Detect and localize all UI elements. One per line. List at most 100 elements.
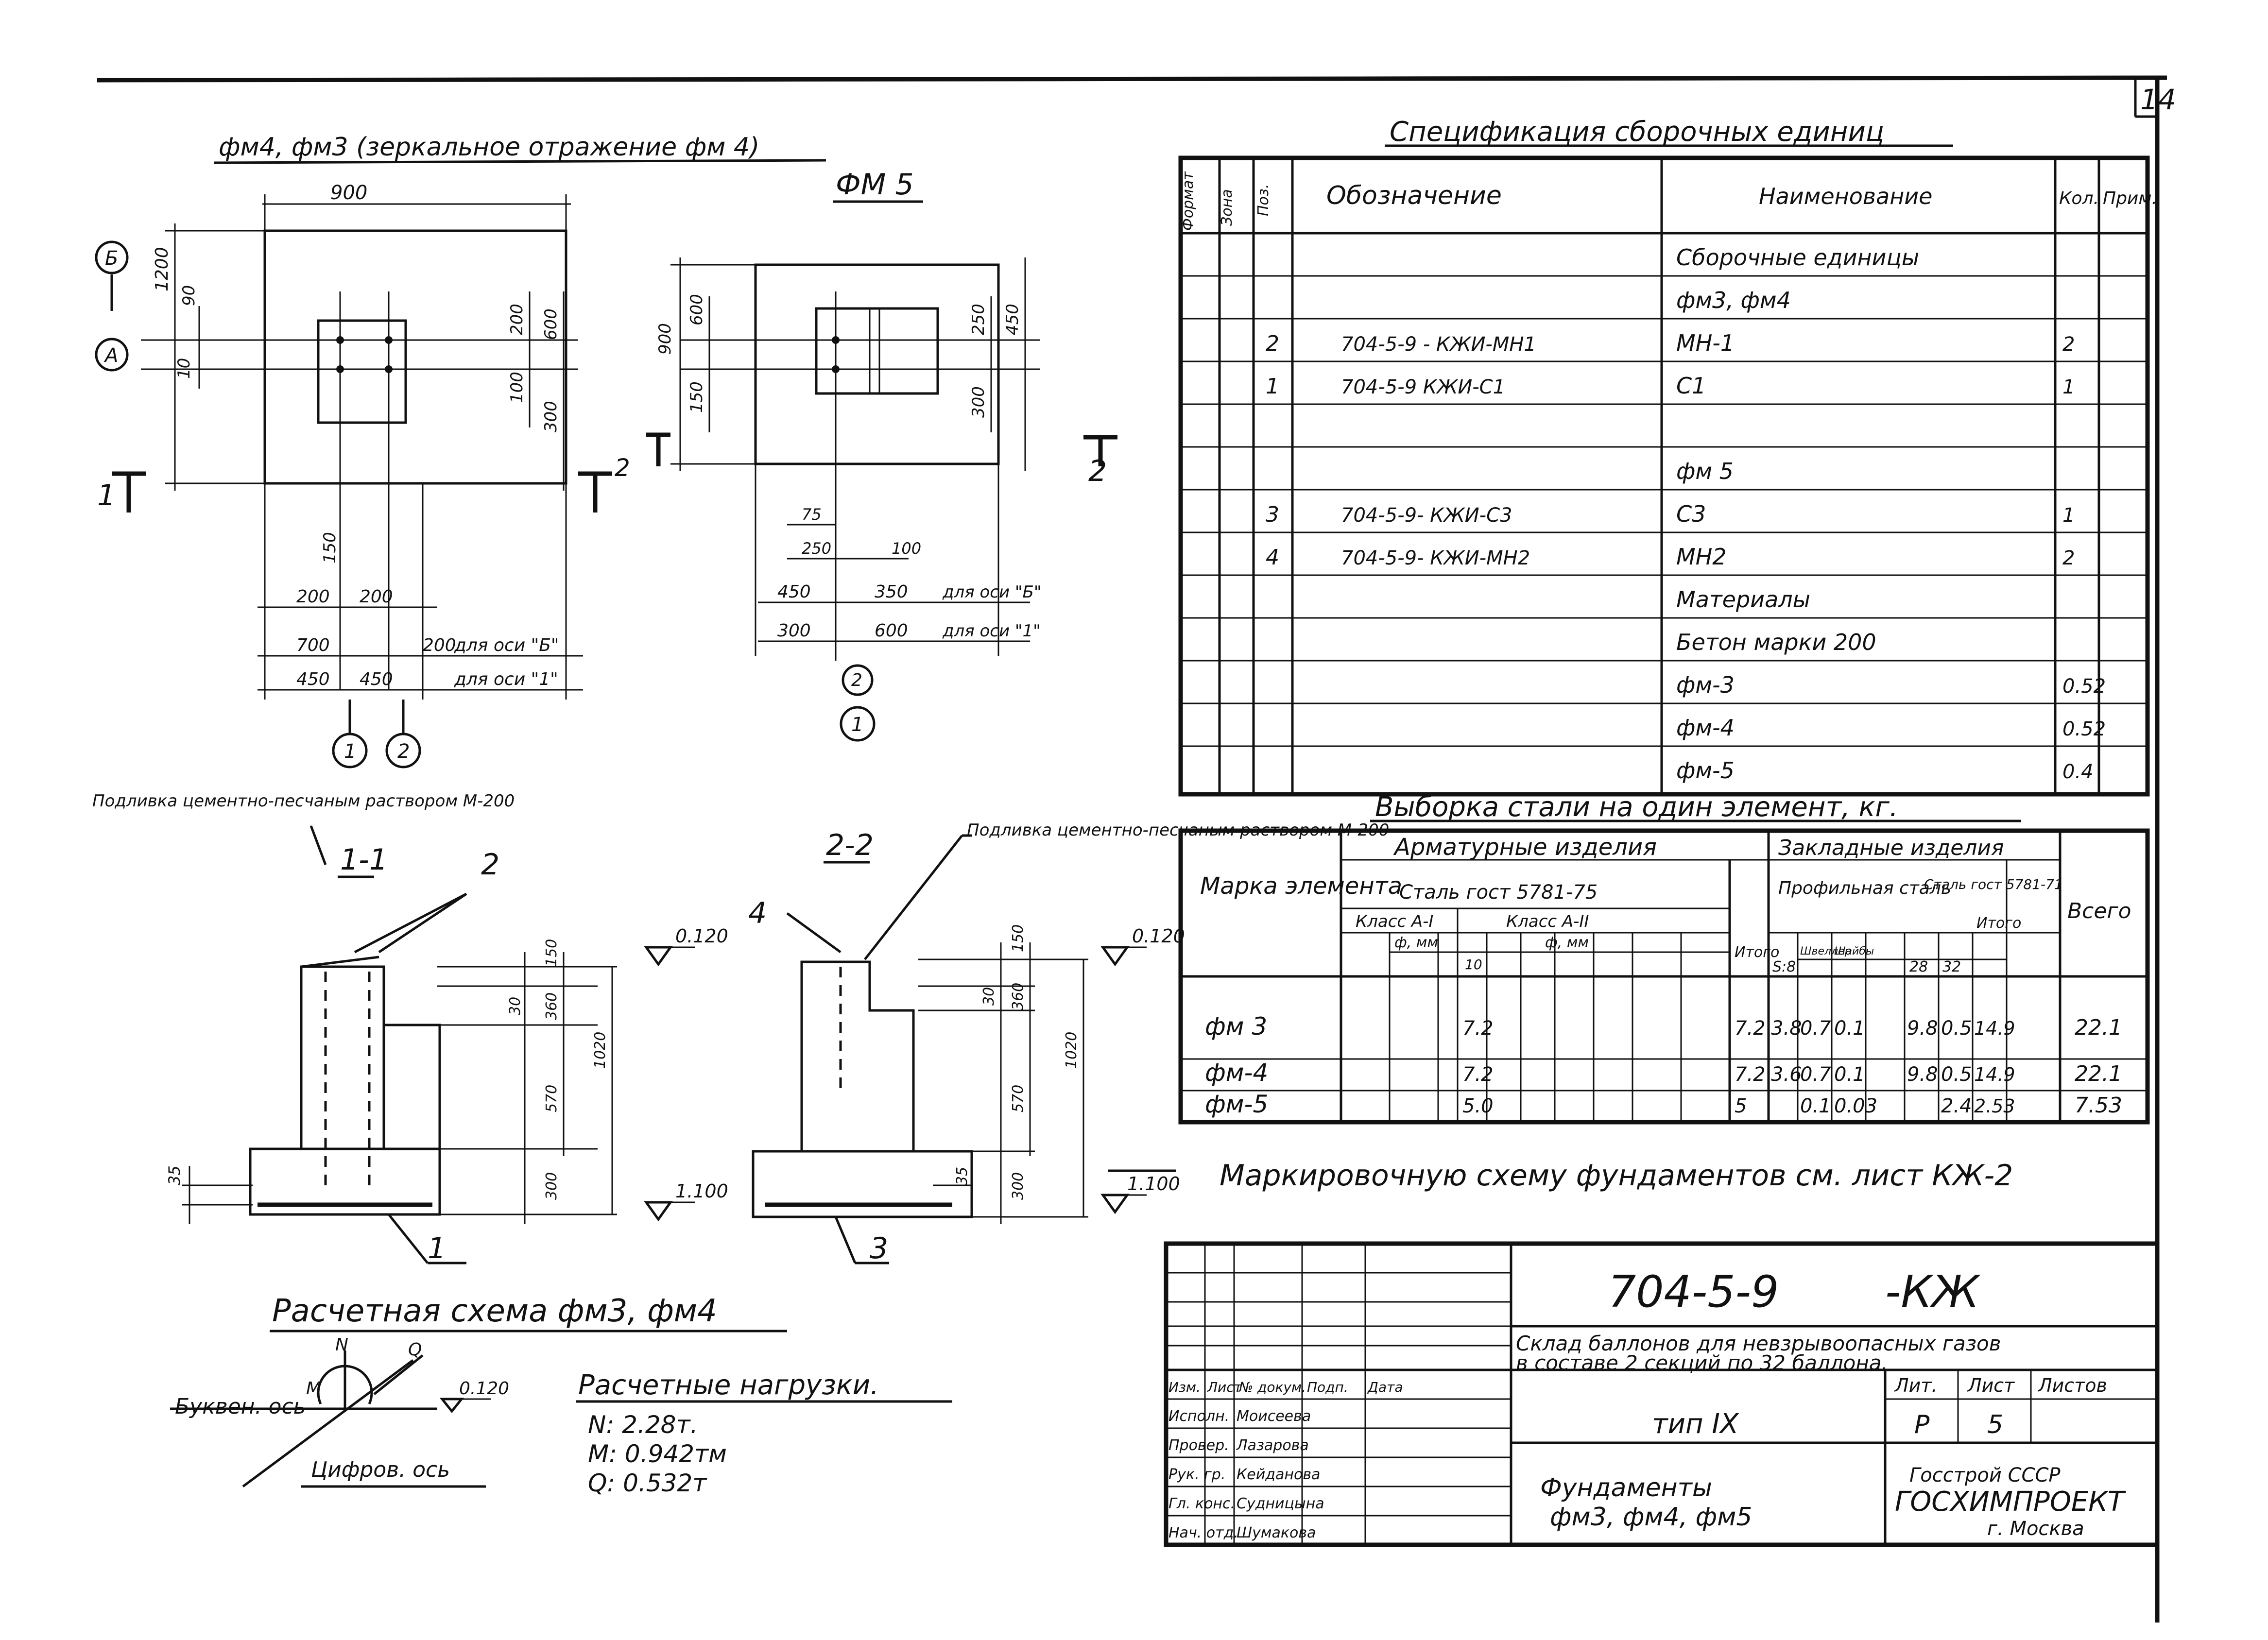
spec-row-designation: 704-5-9 КЖИ-С1: [1341, 376, 1505, 398]
p1-axis-note-b: для оси "Б": [454, 635, 559, 655]
spec-row-qty: 2: [2062, 547, 2075, 569]
stamp-col-doc: № докум.: [1238, 1379, 1306, 1395]
sec1-dim-360: 360: [543, 992, 560, 1020]
load-m: M: 0.942тм: [588, 1440, 727, 1468]
spec-row-name: фм-3: [1676, 672, 1735, 698]
steel-row-itogo1: 7.2: [1735, 1063, 1766, 1086]
steel-row-d32: 2.4: [1941, 1095, 1972, 1117]
p1-dim-100: 100: [507, 372, 527, 403]
steel-title: Выборка стали на один элемент, кг.: [1375, 791, 1898, 823]
p2-dim-600: 600: [687, 294, 706, 325]
stamp-role: Исполн.: [1168, 1408, 1229, 1425]
sec1-dim-570: 570: [543, 1085, 560, 1112]
sec2-dim-30: 30: [980, 987, 997, 1006]
stamp-desc2: в составе 2 секций по 32 баллона.: [1516, 1351, 1888, 1375]
stamp-org1: Госстрой СССР: [1909, 1464, 2061, 1486]
sec1-dim-150: 150: [543, 939, 560, 967]
p1-dim-200: 200: [507, 304, 527, 335]
steel-row-itogo2: 2.53: [1974, 1095, 2015, 1117]
steel-row-p2: 0.1: [1800, 1095, 1831, 1117]
p1-dim-b200c: 200: [423, 635, 456, 655]
steel-h-dia2: ф, мм: [1545, 934, 1589, 951]
sec1-callout: 2: [481, 848, 499, 882]
p2-dim-250b: 250: [802, 539, 831, 558]
sec2-dim-1020: 1020: [1063, 1032, 1080, 1069]
steel-row-itogo2: 14.9: [1974, 1064, 2015, 1085]
p2-dim-300b: 300: [777, 621, 811, 641]
spec-row-pos: 1: [1266, 374, 1279, 399]
stamp-lit: Р: [1914, 1410, 1930, 1439]
p2-dim-450b: 450: [777, 582, 811, 602]
axis-a-label: А: [103, 344, 118, 367]
sec2-callout: 4: [748, 896, 767, 930]
calc-scheme: [170, 1350, 491, 1488]
stamp-desc1: Склад баллонов для невзрывоопасных газов: [1516, 1332, 2001, 1355]
spec-row-name: МН2: [1676, 544, 1727, 570]
stamp-role-name: Моисеева: [1237, 1408, 1311, 1425]
p1-dim-b700: 700: [296, 635, 330, 655]
steel-row-mark: фм-4: [1205, 1059, 1268, 1087]
steel-table-grid: [1178, 828, 2150, 1125]
stamp-sheet-h: Лист: [1967, 1375, 2015, 1396]
stamp-col-date: Дата: [1367, 1379, 1403, 1395]
spec-h-format: Формат: [1180, 171, 1197, 231]
steel-h-emb: Закладные изделия: [1778, 836, 2004, 860]
sec2-callout-bottom: 3: [870, 1231, 888, 1265]
cut-1-label: 1: [97, 478, 116, 512]
steel-h-shv: Швеллер: [1800, 945, 1852, 957]
p1-dim-b450b: 450: [360, 669, 393, 689]
steel-row-d32: 0.5: [1941, 1017, 1972, 1040]
stamp-role: Рук. гр.: [1168, 1466, 1225, 1483]
spec-row-qty: 0.52: [2062, 718, 2106, 740]
p2-dim-250: 250: [969, 304, 988, 335]
steel-h-d32: 32: [1942, 958, 1961, 975]
spec-row-name: С1: [1676, 373, 1706, 399]
steel-row-d28: 9.8: [1907, 1017, 1938, 1040]
cut-2-label: 2: [1088, 454, 1107, 488]
sec1-dim-35: 35: [165, 1165, 184, 1185]
steel-row-itogo1: 7.2: [1735, 1017, 1766, 1040]
spec-h-name: Наименование: [1759, 183, 1932, 209]
steel-row-a2: 5.0: [1462, 1095, 1494, 1117]
sec1-note: Подливка цементно-песчаным раствором М-2…: [92, 791, 515, 811]
steel-row-mark: фм-5: [1205, 1090, 1268, 1118]
steel-row-mark: фм 3: [1205, 1012, 1267, 1041]
sec1-title: 1-1: [340, 843, 388, 877]
p1-dim-b200a: 200: [296, 587, 330, 607]
spec-row-designation: 704-5-9- КЖИ-МН2: [1341, 547, 1530, 569]
steel-row-d32: 0.5: [1941, 1063, 1972, 1086]
sheet-number: 14: [2140, 83, 2176, 116]
p1-dim-90: 90: [179, 285, 199, 306]
sec1-level-bot: 1.100: [675, 1180, 728, 1202]
steel-row-a2: 7.2: [1462, 1017, 1494, 1040]
plan-fm5: [646, 257, 1117, 742]
spec-row-pos: 4: [1266, 545, 1279, 570]
spec-h-note: Прим.: [2103, 188, 2157, 208]
sec1-level-top: 0.120: [675, 925, 728, 947]
steel-row-s8: 3.8: [1771, 1017, 1802, 1040]
p2-dim-75: 75: [802, 505, 822, 524]
spec-row-name: Бетон марки 200: [1676, 629, 1876, 655]
sec2-dim-150: 150: [1010, 924, 1027, 952]
steel-h-shai: Шайбы: [1834, 945, 1874, 957]
title-block: [1164, 1241, 2160, 1547]
steel-h-d28: 28: [1909, 958, 1928, 975]
stamp-code-suffix: -КЖ: [1885, 1266, 1981, 1317]
stamp-name1: Фундаменты: [1540, 1473, 1712, 1503]
load-n: N: 2.28т.: [588, 1411, 698, 1439]
stamp-role-name: Кейданова: [1237, 1466, 1320, 1483]
section-2-2: [752, 834, 1147, 1264]
sec2-level-top: 0.120: [1132, 925, 1185, 947]
load-q: Q: 0.532т: [588, 1469, 707, 1497]
steel-h-itogo1: Итого: [1735, 944, 1779, 961]
p2-dim-450: 450: [1003, 304, 1022, 335]
stamp-col-list: Лист: [1207, 1379, 1242, 1395]
spec-row-name: МН-1: [1676, 330, 1735, 356]
spec-h-designation: Обозначение: [1326, 181, 1502, 210]
steel-h-gost: Сталь гост 5781-75: [1399, 881, 1598, 904]
stamp-col-izm: Изм.: [1168, 1379, 1201, 1395]
p2-dim-100: 100: [892, 539, 921, 558]
spec-h-qty: Кол.: [2059, 188, 2099, 208]
spec-row-qty: 2: [2062, 333, 2075, 356]
